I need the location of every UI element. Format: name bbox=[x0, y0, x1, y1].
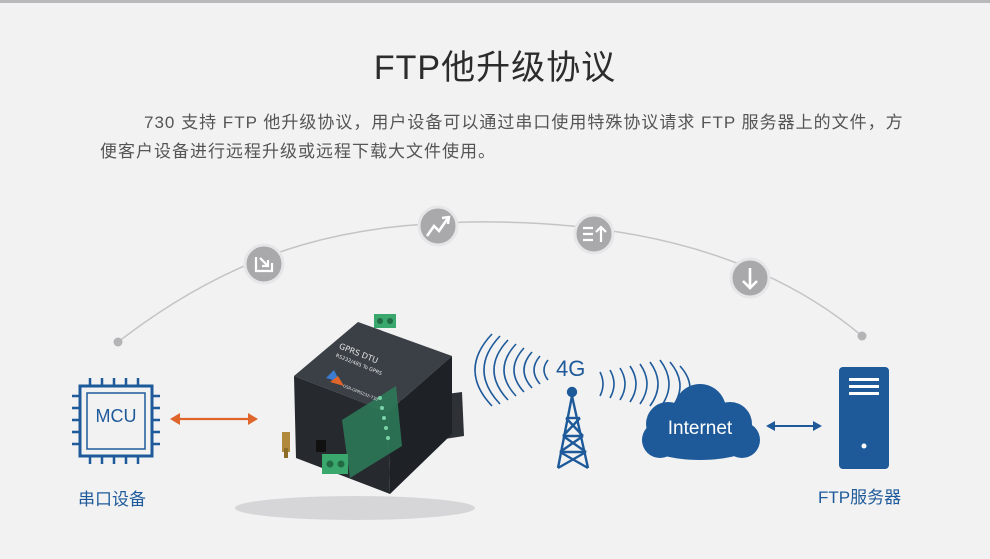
mcu-chip-text: MCU bbox=[95, 406, 137, 426]
top-rule bbox=[0, 0, 990, 3]
network-4g-label: 4G bbox=[556, 356, 586, 381]
mcu-chip-icon bbox=[72, 378, 160, 464]
signal-waves-left bbox=[474, 333, 549, 407]
ftp-server-label: FTP服务器 bbox=[818, 488, 902, 507]
description: 730 支持 FTP 他升级协议，用户设备可以通过串口使用特殊协议请求 FTP … bbox=[100, 113, 904, 161]
arc-end-dot bbox=[857, 331, 867, 341]
internet-label: Internet bbox=[667, 418, 733, 439]
page-title: FTP他升级协议 bbox=[373, 49, 617, 87]
serial-link-arrow bbox=[170, 413, 258, 425]
serial-device-label: 串口设备 bbox=[78, 490, 146, 509]
network-link-arrow bbox=[766, 421, 822, 431]
trend-up-icon bbox=[417, 205, 459, 247]
internet-cloud-icon bbox=[642, 384, 760, 460]
download-to-box-icon bbox=[243, 243, 285, 285]
download-arrow-icon bbox=[729, 257, 771, 299]
list-upload-icon bbox=[573, 213, 615, 255]
cell-tower-icon bbox=[556, 386, 590, 470]
arc-start-dot bbox=[113, 337, 123, 347]
ftp-server-icon bbox=[839, 367, 889, 469]
dtu-device bbox=[282, 314, 464, 494]
device-shadow bbox=[235, 496, 475, 520]
